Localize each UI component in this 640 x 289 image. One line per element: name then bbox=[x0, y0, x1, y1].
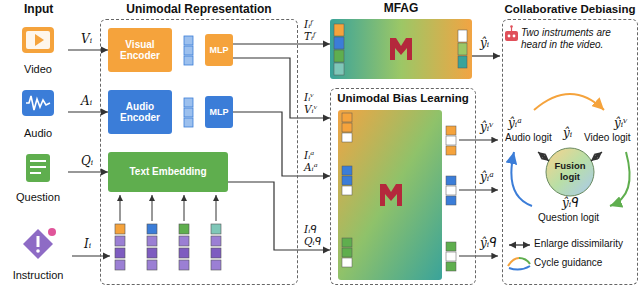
panel-heading: Unimodal Representation bbox=[91, 3, 307, 17]
box-label: MLP bbox=[210, 45, 229, 55]
video-input-icon: Video bbox=[8, 24, 68, 76]
variable-label: Qᵢᑫ bbox=[304, 235, 321, 247]
legend-text: Cycle guidance bbox=[534, 257, 602, 269]
arrow-connector bbox=[68, 49, 108, 50]
icon-label: Instruction bbox=[13, 269, 64, 282]
variable-label: Tᵢᶠ bbox=[304, 30, 316, 42]
logit-symbol: ŷᵢᵃ bbox=[508, 117, 522, 131]
variable-label: Iᵢᶠ bbox=[304, 18, 313, 30]
box-label: Text Embedding bbox=[129, 166, 206, 178]
output-label: ŷᵢᵛ bbox=[480, 121, 494, 135]
logit-symbol: ŷᵢᵛ bbox=[614, 117, 628, 131]
audio-encoder: Audio Encoder bbox=[108, 90, 172, 134]
arrow-connector bbox=[68, 171, 108, 172]
variable-label: Aᵢᵃ bbox=[304, 161, 318, 173]
logit-name: Audio logit bbox=[505, 132, 552, 144]
answer-text: Two instruments are heard in the video. bbox=[521, 27, 635, 50]
arrow-connector bbox=[233, 112, 330, 176]
arrow-connector bbox=[228, 182, 330, 250]
variable-label: Iᵢᵃ bbox=[304, 149, 314, 161]
arrow-connector bbox=[233, 43, 330, 44]
box-label: Visual Encoder bbox=[110, 39, 170, 62]
icon-label: Audio bbox=[24, 127, 52, 140]
logit-symbol: ŷᵢ bbox=[563, 127, 572, 141]
mlp-box: MLP bbox=[205, 96, 233, 128]
visual-encoder: Visual Encoder bbox=[108, 28, 172, 72]
icon-label: Video bbox=[24, 63, 52, 76]
logit-symbol: ŷᵢᑫ bbox=[562, 197, 579, 211]
bias-learning-panel: Unimodal Bias Learning bbox=[330, 88, 476, 285]
logit-name: Question logit bbox=[538, 212, 599, 224]
logit-name: Video logit bbox=[584, 132, 631, 144]
output-label: ŷᵢᑫ bbox=[480, 237, 497, 251]
text-embedding: Text Embedding bbox=[108, 152, 228, 192]
panel-heading: Unimodal Bias Learning bbox=[331, 92, 475, 105]
audio-input-icon: Audio bbox=[8, 88, 68, 140]
panel-heading: Collaborative Debiasing bbox=[493, 3, 640, 16]
instruction-input-icon: Instruction bbox=[4, 226, 72, 282]
question-input-icon: Question bbox=[8, 152, 68, 204]
arrow-connector bbox=[233, 58, 330, 118]
circle-label: Fusion logit bbox=[549, 161, 591, 183]
mlp-box: MLP bbox=[205, 34, 233, 66]
variable-label: Iᵢᑫ bbox=[304, 223, 317, 235]
box-label: MLP bbox=[210, 107, 229, 117]
legend-text: Enlarge dissimilarity bbox=[534, 238, 623, 250]
variable-label: Iᵢᵛ bbox=[304, 91, 314, 103]
edge-label: Qᵢ bbox=[80, 155, 94, 169]
edge-label: Aᵢ bbox=[80, 95, 93, 109]
edge-label: Vᵢ bbox=[80, 33, 93, 47]
panel-heading: MFAG bbox=[320, 2, 482, 16]
output-label: ŷᵢ bbox=[480, 37, 489, 51]
arrow-connector bbox=[68, 111, 108, 112]
representation-panel: Unimodal RepresentationVisual EncoderMLP… bbox=[100, 19, 298, 285]
variable-label: Vᵢᵛ bbox=[304, 103, 318, 115]
column-heading: Input bbox=[24, 3, 53, 17]
mfag-module: MFAG bbox=[330, 19, 472, 79]
icon-label: Question bbox=[16, 191, 60, 204]
variable-label: Iᵢ bbox=[84, 238, 91, 252]
output-label: ŷᵢᵃ bbox=[480, 171, 494, 185]
fusion-logit-circle: Fusion logit bbox=[546, 148, 594, 196]
box-label: Audio Encoder bbox=[110, 101, 170, 124]
